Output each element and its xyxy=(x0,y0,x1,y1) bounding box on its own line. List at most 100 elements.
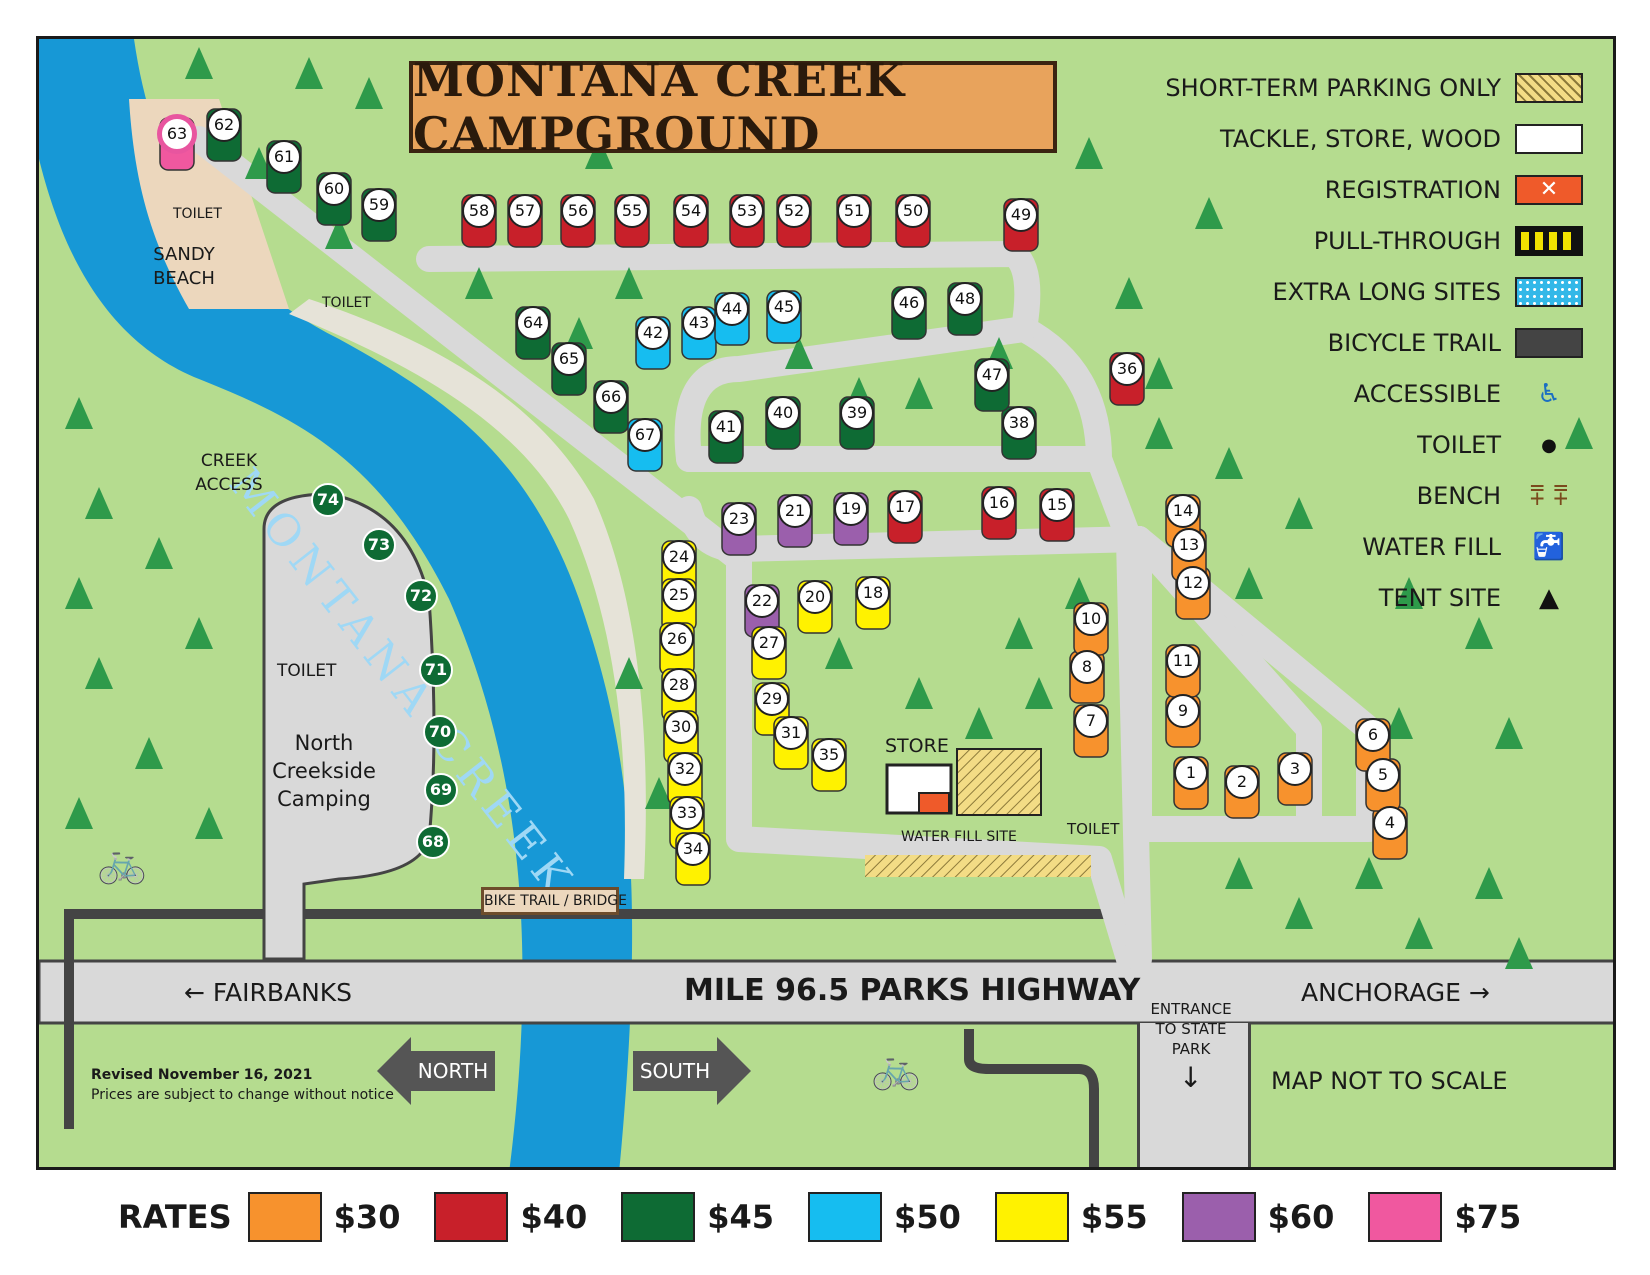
entrance-label: ENTRANCE TO STATE PARK xyxy=(1150,1000,1232,1058)
campsite-marker[interactable]: 62 xyxy=(207,108,241,142)
campsite-marker[interactable]: 26 xyxy=(660,622,694,656)
bench-icon: ⩱ ⩱ xyxy=(1529,480,1569,511)
campsite-marker[interactable]: 58 xyxy=(462,194,496,228)
campsite-marker[interactable]: 67 xyxy=(628,418,662,452)
campsite-marker[interactable]: 49 xyxy=(1004,198,1038,232)
campsite-marker[interactable]: 73 xyxy=(362,528,396,562)
campsite-marker[interactable]: 68 xyxy=(416,825,450,859)
campsite-marker[interactable]: 55 xyxy=(615,194,649,228)
campsite-marker[interactable]: 66 xyxy=(594,380,628,414)
campsite-marker[interactable]: 28 xyxy=(662,668,696,702)
campsite-marker[interactable]: 64 xyxy=(516,306,550,340)
highway xyxy=(39,959,1613,1025)
campsite-marker[interactable]: 30 xyxy=(664,710,698,744)
campsite-marker[interactable]: 9 xyxy=(1166,694,1200,728)
campsite-marker[interactable]: 72 xyxy=(404,579,438,613)
campsite-marker[interactable]: 19 xyxy=(834,492,868,526)
campsite-marker[interactable]: 69 xyxy=(424,773,458,807)
campsite-marker[interactable]: 7 xyxy=(1074,704,1108,738)
campsite-marker[interactable]: 33 xyxy=(670,796,704,830)
montana-creek-river xyxy=(39,39,633,1167)
campsite-marker[interactable]: 43 xyxy=(682,306,716,340)
campsite-marker[interactable]: 54 xyxy=(674,194,708,228)
campsite-marker[interactable]: 16 xyxy=(982,486,1016,520)
campsite-marker[interactable]: 53 xyxy=(730,194,764,228)
campsite-marker[interactable]: 70 xyxy=(423,715,457,749)
campsite-marker[interactable]: 10 xyxy=(1074,602,1108,636)
campsite-marker[interactable]: 52 xyxy=(777,194,811,228)
campsite-marker[interactable]: 1 xyxy=(1174,756,1208,790)
campsite-marker[interactable]: 39 xyxy=(840,396,874,430)
campsite-marker[interactable]: 23 xyxy=(722,502,756,536)
campsite-marker[interactable]: 50 xyxy=(896,194,930,228)
campsite-marker[interactable]: 44 xyxy=(715,292,749,326)
campsite-marker[interactable]: 2 xyxy=(1225,765,1259,799)
legend-item: REGISTRATION✕ xyxy=(1325,173,1583,207)
legend-item: WATER FILL🚰 xyxy=(1362,530,1583,564)
campsite-marker[interactable]: 8 xyxy=(1070,650,1104,684)
campsite-marker[interactable]: 46 xyxy=(892,286,926,320)
campsite-marker[interactable]: 27 xyxy=(752,626,786,660)
campsite-marker[interactable]: 60 xyxy=(317,172,351,206)
campsite-marker[interactable]: 12 xyxy=(1176,566,1210,600)
campsite-marker[interactable]: 51 xyxy=(837,194,871,228)
campsite-marker[interactable]: 63 xyxy=(157,114,197,154)
campsite-marker[interactable]: 42 xyxy=(636,316,670,350)
campsite-marker[interactable]: 21 xyxy=(778,494,812,528)
campsite-marker[interactable]: 22 xyxy=(745,584,779,618)
campsite-marker[interactable]: 41 xyxy=(709,410,743,444)
campsite-marker[interactable]: 29 xyxy=(755,682,789,716)
rate-price: $30 xyxy=(333,1198,401,1236)
campsite-marker[interactable]: 45 xyxy=(767,290,801,324)
campsite-marker[interactable]: 32 xyxy=(668,752,702,786)
tent-icon: ▲ xyxy=(1539,583,1559,613)
campsite-marker[interactable]: 59 xyxy=(362,188,396,222)
campsite-marker[interactable]: 65 xyxy=(552,342,586,376)
campsite-marker[interactable]: 31 xyxy=(774,716,808,750)
campsite-marker[interactable]: 48 xyxy=(948,282,982,316)
campsite-marker[interactable]: 40 xyxy=(766,396,800,430)
rate-price: $45 xyxy=(707,1198,775,1236)
campsite-marker[interactable]: 3 xyxy=(1278,752,1312,786)
bike-trail xyxy=(64,909,1109,1129)
campsite-marker[interactable]: 20 xyxy=(798,580,832,614)
campsite-marker[interactable]: 71 xyxy=(419,653,453,687)
campsite-marker[interactable]: 14 xyxy=(1166,494,1200,528)
campsite-marker[interactable]: 36 xyxy=(1110,352,1144,386)
campsite-marker[interactable]: 74 xyxy=(311,483,345,517)
campsite-marker[interactable]: 17 xyxy=(888,490,922,524)
legend-swatch xyxy=(1515,226,1583,256)
legend-label: REGISTRATION xyxy=(1324,176,1501,204)
campsite-marker[interactable]: 5 xyxy=(1366,758,1400,792)
legend-label: TOILET xyxy=(1417,431,1501,459)
tree-icon xyxy=(135,737,163,769)
legend-item: ACCESSIBLE♿ xyxy=(1354,377,1583,411)
campsite-marker[interactable]: 38 xyxy=(1002,406,1036,440)
campsite-marker[interactable]: 11 xyxy=(1166,644,1200,678)
bicycle-icon: 🚲 xyxy=(97,840,147,886)
campsite-marker[interactable]: 18 xyxy=(856,576,890,610)
campsite-marker[interactable]: 6 xyxy=(1356,718,1390,752)
campsite-marker[interactable]: 15 xyxy=(1040,488,1074,522)
campsite-marker[interactable]: 57 xyxy=(508,194,542,228)
rate-swatch xyxy=(1368,1192,1443,1242)
campsite-marker[interactable]: 35 xyxy=(812,738,846,772)
legend-label: SHORT-TERM PARKING ONLY xyxy=(1165,74,1501,102)
campsite-marker[interactable]: 47 xyxy=(975,358,1009,392)
legend-swatch xyxy=(1515,73,1583,103)
page-title: MONTANA CREEK CAMPGROUND xyxy=(413,53,906,161)
campsite-marker[interactable]: 25 xyxy=(662,578,696,612)
campsite-marker[interactable]: 13 xyxy=(1172,528,1206,562)
campsite-marker[interactable]: 61 xyxy=(267,140,301,174)
campsite-marker[interactable]: 34 xyxy=(676,832,710,866)
legend-item: TACKLE, STORE, WOOD xyxy=(1220,122,1583,156)
tree-icon xyxy=(1145,417,1173,449)
water-icon: 🚰 xyxy=(1532,532,1566,562)
campsite-marker[interactable]: 56 xyxy=(561,194,595,228)
campsite-marker[interactable]: 24 xyxy=(662,540,696,574)
tree-icon xyxy=(645,777,673,809)
north-arrow: NORTH xyxy=(377,1037,495,1105)
campsite-marker[interactable]: 4 xyxy=(1373,806,1407,840)
legend-item: BICYCLE TRAIL xyxy=(1328,326,1583,360)
tree-icon xyxy=(465,267,493,299)
